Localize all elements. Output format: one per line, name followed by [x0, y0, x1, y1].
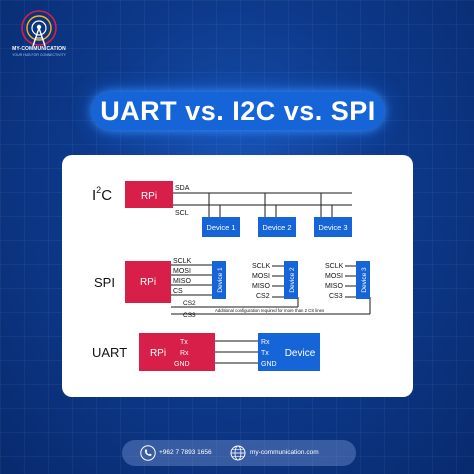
- spi-label: SPI: [94, 275, 115, 290]
- i2c-device-3: [314, 217, 352, 237]
- spi-cs3-label: CS3: [183, 312, 196, 319]
- globe-icon: [230, 445, 246, 461]
- spi-dev2-pin: MOSI: [252, 273, 270, 280]
- brand-logo-icon: [21, 10, 57, 47]
- i2c-rpi-label: RPi: [141, 191, 157, 202]
- spi-device-3: [356, 261, 370, 299]
- spi-dev3-pin: SCLK: [325, 263, 344, 270]
- uart-rpi-label: RPi: [150, 348, 166, 359]
- spi-dev2-pin: CS2: [256, 293, 270, 300]
- i2c-scl-label: SCL: [175, 210, 189, 217]
- footer-website[interactable]: my-communication.com: [250, 449, 319, 456]
- uart-rpi-pin: Rx: [180, 350, 189, 357]
- spi-rpi-box: [125, 261, 171, 303]
- spi-device-1-label: Device 1: [217, 267, 224, 293]
- uart-rpi-box: [139, 333, 215, 371]
- spi-mosi-label: MOSI: [173, 268, 191, 275]
- uart-device-pin: Rx: [261, 339, 270, 346]
- uart-device-label: Device: [285, 348, 316, 359]
- brand-name: MY-COMMUNICATION: [12, 46, 66, 52]
- page-title: UART vs. I2C vs. SPI: [92, 92, 384, 130]
- protocol-diagram: I2C RPi SDA SCL Device 1 Device 2 Device…: [92, 181, 371, 371]
- uart-label: UART: [92, 345, 127, 360]
- spi-dev3-pin: MISO: [325, 283, 343, 290]
- spi-dev2-pin: SCLK: [252, 263, 271, 270]
- footer-phone[interactable]: +962 7 7893 1656: [159, 449, 212, 456]
- spi-device-3-label: Device 3: [361, 267, 368, 293]
- uart-device-box: [258, 333, 320, 371]
- i2c-device-2: [258, 217, 296, 237]
- spi-note: Additional configuration required for mo…: [215, 308, 324, 313]
- i2c-label: I2C: [92, 185, 112, 204]
- spi-dev3-pin: CS3: [329, 293, 343, 300]
- spi-device-1: [212, 261, 226, 299]
- spi-sclk-label: SCLK: [173, 258, 192, 265]
- uart-rpi-pin: Tx: [180, 339, 188, 346]
- i2c-rpi-box: [125, 181, 173, 208]
- spi-cs2-label: CS2: [183, 300, 196, 307]
- uart-device-pin: GND: [261, 361, 277, 368]
- spi-dev2-pin: MISO: [252, 283, 270, 290]
- spi-rpi-label: RPi: [140, 277, 156, 288]
- i2c-device-1: [202, 217, 240, 237]
- spi-device-2-label: Device 2: [289, 267, 296, 293]
- spi-device-2: [284, 261, 298, 299]
- i2c-device-2-label: Device 2: [262, 223, 291, 232]
- spi-cs-label: CS: [173, 288, 183, 295]
- spi-dev3-pin: MOSI: [325, 273, 343, 280]
- uart-device-pin: Tx: [261, 350, 269, 357]
- uart-rpi-pin: GND: [174, 361, 190, 368]
- i2c-device-1-label: Device 1: [206, 223, 235, 232]
- i2c-device-3-label: Device 3: [318, 223, 347, 232]
- phone-icon: [140, 445, 156, 461]
- brand-tagline: YOUR HUB FOR CONNECTIVITY: [12, 53, 66, 57]
- i2c-sda-label: SDA: [175, 185, 190, 192]
- spi-miso-label: MISO: [173, 278, 191, 285]
